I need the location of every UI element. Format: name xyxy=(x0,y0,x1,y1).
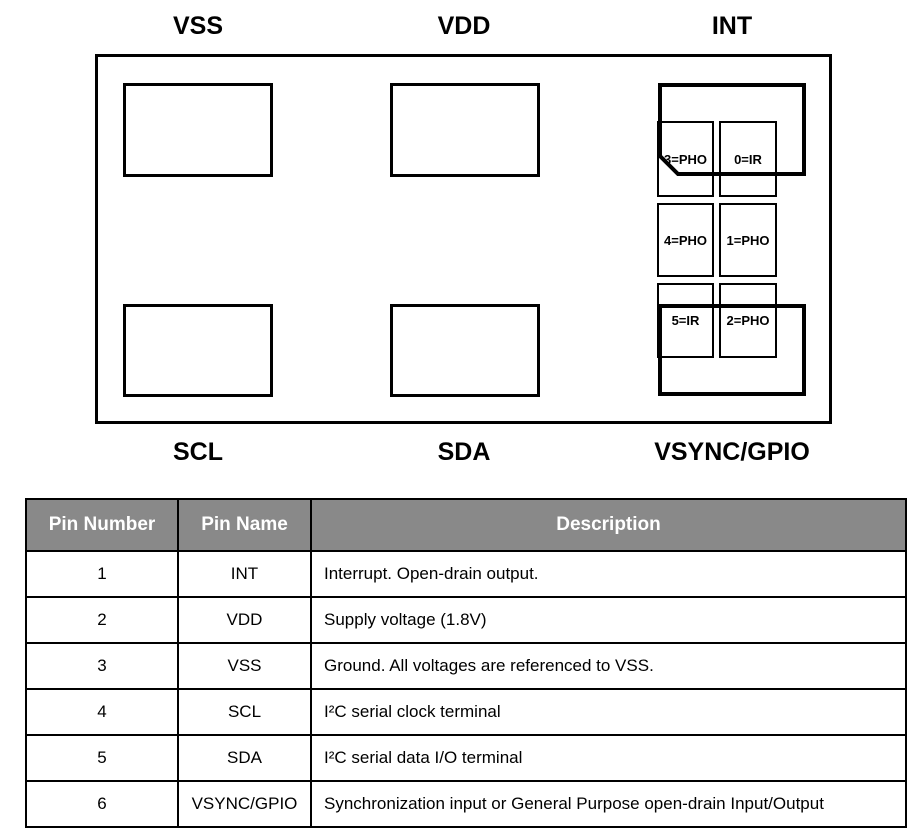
sensor-cell-1-pho: 1=PHO xyxy=(719,203,777,277)
pin-description-table: Pin Number Pin Name Description 1 INT In… xyxy=(25,498,907,828)
column-header-description: Description xyxy=(310,498,907,552)
pin-description-cell: I²C serial data I/O terminal xyxy=(310,734,907,782)
pad-label-vdd: VDD xyxy=(437,12,491,40)
pin-number-cell: 4 xyxy=(25,688,179,736)
pin-description-cell: Supply voltage (1.8V) xyxy=(310,596,907,644)
pad-vss xyxy=(123,83,273,177)
pin-name-cell: SCL xyxy=(177,688,312,736)
sensor-cell-label: 1=PHO xyxy=(726,232,770,248)
pad-label-sda: SDA xyxy=(437,438,491,466)
pin-description-cell: Interrupt. Open-drain output. xyxy=(310,550,907,598)
sensor-cell-4-pho: 4=PHO xyxy=(657,203,714,277)
sensor-cell-0-ir: 0=IR xyxy=(719,121,777,197)
table-row: 5 SDA I²C serial data I/O terminal xyxy=(25,734,907,782)
table-row: 2 VDD Supply voltage (1.8V) xyxy=(25,596,907,644)
pin-name-cell: VDD xyxy=(177,596,312,644)
sensor-cell-label: 0=IR xyxy=(734,151,762,167)
table-header: Pin Number Pin Name Description xyxy=(25,498,907,552)
pad-vsync-gpio xyxy=(658,304,806,396)
pad-scl xyxy=(123,304,273,397)
sensor-cell-label: 3=PHO xyxy=(664,151,707,167)
pad-label-vsync-gpio: VSYNC/GPIO xyxy=(654,438,810,466)
table-row: 3 VSS Ground. All voltages are reference… xyxy=(25,642,907,690)
pad-vdd xyxy=(390,83,540,177)
column-header-pin-number: Pin Number xyxy=(25,498,179,552)
pin-name-cell: SDA xyxy=(177,734,312,782)
pin-number-cell: 1 xyxy=(25,550,179,598)
pin-number-cell: 6 xyxy=(25,780,179,828)
pad-label-vss: VSS xyxy=(172,12,224,40)
pad-label-int: INT xyxy=(711,12,753,40)
sensor-cell-label: 4=PHO xyxy=(664,232,707,248)
pin-name-cell: VSYNC/GPIO xyxy=(177,780,312,828)
table-row: 6 VSYNC/GPIO Synchronization input or Ge… xyxy=(25,780,907,828)
pin-name-cell: VSS xyxy=(177,642,312,690)
table-row: 1 INT Interrupt. Open-drain output. xyxy=(25,550,907,598)
pin-number-cell: 2 xyxy=(25,596,179,644)
pin-configuration-diagram: VSS VDD INT 3=PHO 0=IR 4=PHO 1=PHO 5=IR … xyxy=(95,12,832,466)
pad-sda xyxy=(390,304,540,397)
sensor-cell-3-pho: 3=PHO xyxy=(657,121,714,197)
pad-label-scl: SCL xyxy=(173,438,223,466)
pin-number-cell: 5 xyxy=(25,734,179,782)
sensor-cell-2-pho: 2=PHO xyxy=(719,283,777,358)
pin-description-cell: Ground. All voltages are referenced to V… xyxy=(310,642,907,690)
pin-number-cell: 3 xyxy=(25,642,179,690)
sensor-cell-label: 5=IR xyxy=(671,313,700,328)
pin-name-cell: INT xyxy=(177,550,312,598)
column-header-pin-name: Pin Name xyxy=(177,498,312,552)
pin-description-cell: I²C serial clock terminal xyxy=(310,688,907,736)
table-header-row: Pin Number Pin Name Description xyxy=(25,498,907,552)
sensor-cell-label: 2=PHO xyxy=(726,313,770,328)
table-row: 4 SCL I²C serial clock terminal xyxy=(25,688,907,736)
table-body: 1 INT Interrupt. Open-drain output. 2 VD… xyxy=(25,550,907,828)
pin-description-cell: Synchronization input or General Purpose… xyxy=(310,780,907,828)
